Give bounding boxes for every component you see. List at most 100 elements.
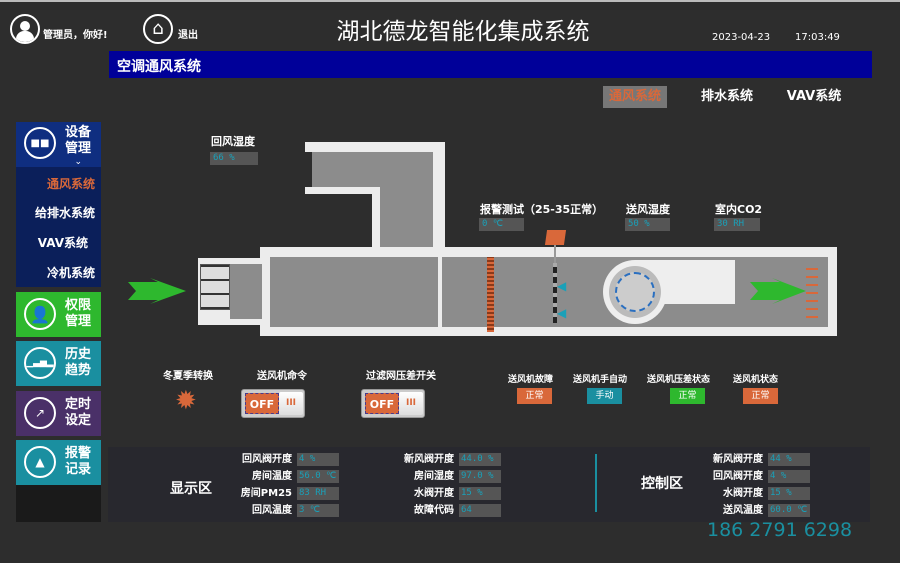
phone-number: 186 2791 6298 — [707, 519, 853, 541]
return-humidity-label: 回风湿度 — [211, 135, 255, 148]
toggle-knob: III — [399, 392, 423, 415]
field-value: 4 % — [297, 453, 339, 466]
greeting: 管理员，你好! — [43, 30, 108, 41]
season-switch-label: 冬夏季转换 — [163, 371, 213, 382]
supply-humidity-label: 送风湿度 — [626, 203, 670, 216]
status-badge: 手动 — [587, 388, 622, 404]
field-value: 44.0 % — [459, 453, 501, 466]
return-humidity-value: 66 % — [210, 152, 258, 165]
sidebar-item-chiller[interactable]: 冷机系统 — [46, 266, 95, 280]
page-title: 湖北德龙智能化集成系统 — [336, 19, 590, 45]
indoor-co2-value: 30 RH — [714, 218, 760, 231]
humidity-sensor-icon — [544, 230, 567, 245]
field-value: 4 % — [768, 470, 810, 483]
status-label: 送风机故障 — [508, 375, 554, 385]
outlet-arrow-icon — [750, 278, 806, 304]
nozzle-icon: ◀ — [557, 306, 567, 320]
status-label: 送风机压差状态 — [647, 375, 711, 385]
status-label: 送风机状态 — [733, 375, 779, 385]
sidebar-permission[interactable]: 👤 权限管理 — [16, 292, 101, 337]
field-label: 水阀开度 — [414, 488, 454, 499]
section-banner: 空调通风系统 — [109, 51, 872, 78]
toggle-state: OFF — [365, 393, 399, 414]
user-avatar-icon — [10, 14, 40, 44]
field-label: 房间湿度 — [414, 471, 454, 482]
field-label: 回风阀开度 — [713, 471, 763, 482]
tab-vav[interactable]: VAV系统 — [786, 89, 842, 104]
sidebar-label: 设定 — [64, 413, 91, 428]
field-value: 15 % — [768, 487, 810, 500]
bar-chart-icon: ▁▃▅▂ — [24, 347, 56, 379]
fan-icon — [603, 260, 735, 324]
sidebar-label: 趋势 — [64, 363, 91, 378]
sidebar-label: 历史 — [64, 347, 91, 362]
sidebar-timer[interactable]: ↗ 定时设定 — [16, 391, 101, 436]
sidebar-empty — [16, 485, 101, 522]
field-label: 房间温度 — [252, 471, 292, 482]
status-label: 送风机手自动 — [573, 375, 628, 385]
field-label: 水阀开度 — [723, 488, 763, 499]
time: 17:03:49 — [795, 32, 840, 43]
toggle-state: OFF — [245, 393, 279, 414]
user-icon: 👤 — [24, 298, 56, 330]
sidebar-label: 记录 — [64, 462, 91, 477]
alarm-test-label: 报警测试（25-35正常） — [480, 203, 604, 216]
sidebar-label: 设备 — [64, 125, 91, 140]
status-badge: 正常 — [743, 388, 778, 404]
status-badge: 正常 — [670, 388, 705, 404]
field-label: 送风温度 — [723, 505, 763, 516]
field-label: 新风阀开度 — [404, 454, 454, 465]
sidebar-label: 报警 — [64, 446, 91, 461]
field-value: 60.0 ℃ — [768, 504, 810, 517]
date: 2023-04-23 — [712, 32, 771, 43]
toggle-knob: III — [279, 392, 303, 415]
field-label: 故障代码 — [414, 505, 454, 516]
display-area-title: 显示区 — [170, 481, 212, 497]
home-icon[interactable]: ⌂ — [143, 14, 173, 44]
sidebar-label: 权限 — [64, 298, 91, 313]
field-value: 15 % — [459, 487, 501, 500]
inlet-arrow-icon — [128, 278, 186, 304]
sidebar-item-water[interactable]: 给排水系统 — [34, 206, 95, 220]
sidebar-history[interactable]: ▁▃▅▂ 历史趋势 — [16, 341, 101, 386]
sidebar-device-management[interactable]: ■■ 设备管理 ⌄ 通风系统 给排水系统 VAV系统 冷机系统 — [16, 122, 101, 287]
fan-command-label: 送风机命令 — [257, 371, 307, 382]
chevron-down-icon: ⌄ — [74, 157, 82, 167]
field-label: 回风温度 — [252, 505, 292, 516]
sidebar-label: 定时 — [64, 397, 91, 412]
field-label: 回风阀开度 — [242, 454, 292, 465]
sidebar-alarm[interactable]: ▲ 报警记录 — [16, 440, 101, 485]
alarm-test-value: 0 ℃ — [479, 218, 524, 231]
filter-switch-label: 过滤网压差开关 — [366, 371, 436, 382]
divider — [595, 454, 597, 512]
device-icon: ■■ — [24, 127, 56, 159]
damper-icon — [553, 263, 557, 323]
sidebar-item-vav[interactable]: VAV系统 — [37, 236, 88, 250]
field-value: 3 ℃ — [297, 504, 339, 517]
control-area-title: 控制区 — [641, 476, 683, 492]
field-label: 新风阀开度 — [713, 454, 763, 465]
field-label: 房间PM25 — [240, 488, 292, 499]
tab-drainage[interactable]: 排水系统 — [700, 89, 753, 104]
logout-button[interactable]: 退出 — [178, 30, 198, 41]
sidebar-label: 管理 — [64, 141, 91, 156]
sidebar-label: 管理 — [64, 314, 91, 329]
supply-humidity-value: 50 % — [625, 218, 670, 231]
heating-coil-icon — [487, 257, 494, 332]
indoor-co2-label: 室内CO2 — [715, 203, 763, 216]
sidebar-item-ventilation[interactable]: 通风系统 — [46, 177, 95, 191]
section-title: 空调通风系统 — [117, 59, 201, 75]
filter-icon — [200, 264, 230, 310]
field-value: 44 % — [768, 453, 810, 466]
gauge-icon: ↗ — [24, 397, 56, 429]
field-value: 83 RH — [297, 487, 339, 500]
field-value: 56.0 ℃ — [297, 470, 339, 483]
season-switch-icon[interactable]: ✹ — [175, 386, 197, 416]
nozzle-icon: ◀ — [557, 279, 567, 293]
tab-ventilation[interactable]: 通风系统 — [603, 86, 667, 108]
field-value: 64 — [459, 504, 501, 517]
outlet-grille-icon — [806, 268, 818, 318]
status-badge: 正常 — [517, 388, 552, 404]
